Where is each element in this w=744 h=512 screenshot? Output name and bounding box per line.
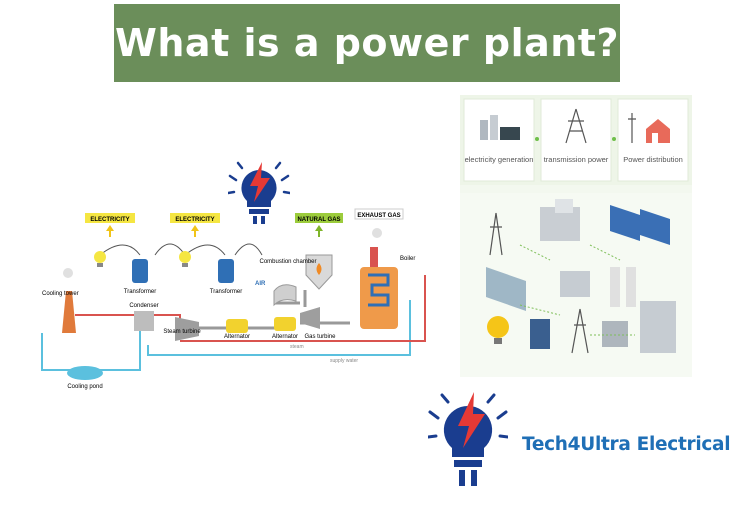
air-label: AIR [255,281,266,287]
power-flow-panel: electricity generation transmission powe… [460,95,692,377]
electricity-label-2: ELECTRICITY [175,217,214,223]
bulb-icon [179,251,191,263]
cooling-tower-label: Cooling tower [42,291,79,297]
steam-turbine-label: Steam turbine [163,329,201,335]
gas-turbine-label: Gas turbine [304,334,336,340]
cooling-pond-icon [67,366,103,380]
steam-turbine-icon [175,317,199,341]
supply-water-label: supply water [330,358,358,364]
combustion-chamber-label: Combustion chamber [259,259,316,265]
factory-icon [480,115,520,140]
brand-name: Tech4Ultra Electrical [522,434,731,455]
cooling-pond-label: Cooling pond [67,384,102,390]
transformer-label-1: Transformer [124,289,156,295]
transformer-icon [218,259,234,283]
power-network-illustration [460,193,692,377]
transformer-label-2: Transformer [210,289,242,295]
alternator-label-1: Alternator [224,334,250,340]
alternator-icon [226,319,248,333]
natural-gas-label: NATURAL GAS [297,217,340,223]
bulb-bolt-icon [228,161,290,224]
alternator-label-2: Alternator [272,334,298,340]
brand-logo-icon [428,392,508,486]
condenser-icon [134,311,154,331]
title-banner: What is a power plant? [114,4,620,82]
transmission-tower-icon [565,108,587,144]
alternator-icon [274,317,296,331]
exhaust-gas-label: EXHAUST GAS [357,213,400,219]
transformer-icon [132,259,148,283]
condenser-label: Condenser [129,303,158,309]
house-icon [628,113,670,143]
power-plant-diagram: ELECTRICITY ELECTRICITY Transformer Tran… [41,208,426,390]
power-flow-illustration: electricity generation transmission powe… [460,95,692,377]
step-label-transmission: transmission power [544,155,609,164]
electricity-label-1: ELECTRICITY [90,217,129,223]
cooling-tower-icon [62,291,76,333]
bulb-icon [94,251,106,263]
boiler-label: Boiler [400,256,415,262]
page-title: What is a power plant? [114,21,620,65]
step-label-generation: electricity generation [465,155,534,164]
step-label-distribution: Power distribution [623,155,683,164]
steam-label: steam [290,344,304,350]
